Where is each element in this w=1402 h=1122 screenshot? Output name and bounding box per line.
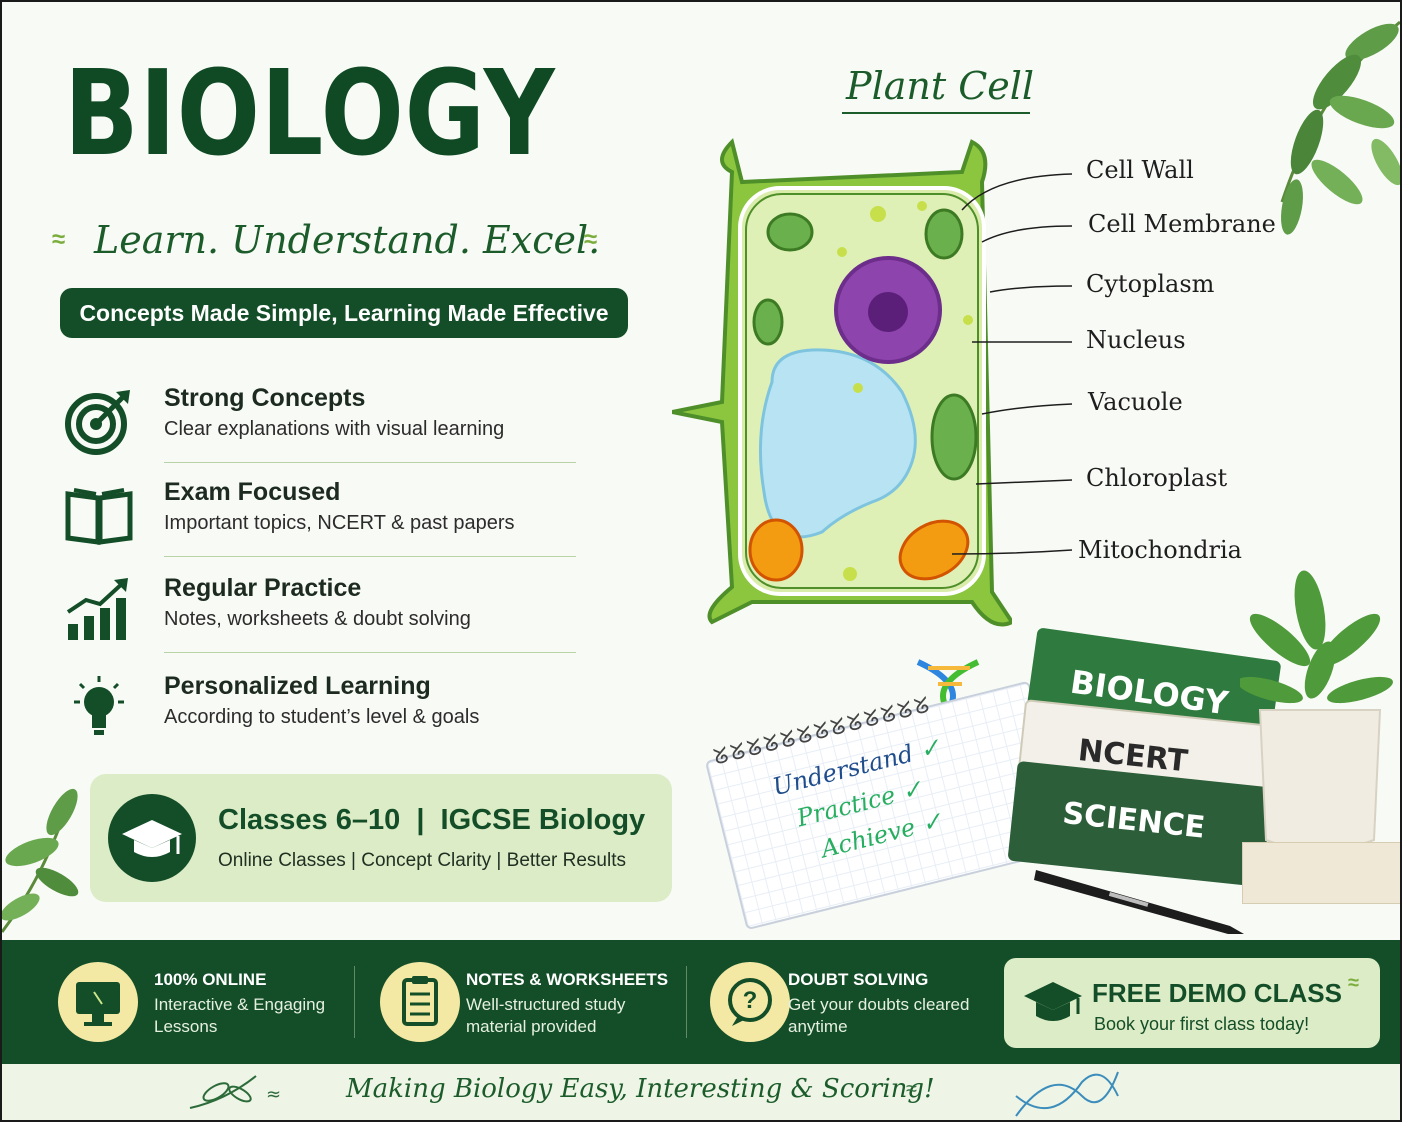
label-vacuole: Vacuole	[1088, 388, 1183, 416]
clipboard-icon	[402, 976, 438, 1026]
bottom-item-online: 100% ONLINE Interactive & Engaging Lesso…	[58, 940, 348, 1064]
footer: ≈ Making Biology Easy, Interesting & Sco…	[2, 1064, 1400, 1120]
tagline-spark-left: ≈	[52, 226, 66, 253]
book-stack	[1242, 842, 1400, 904]
dna-strand-icon	[1015, 1071, 1119, 1117]
label-nucleus: Nucleus	[1086, 326, 1186, 354]
bottom-icon-circle	[380, 962, 460, 1042]
pen	[1034, 870, 1244, 934]
open-book-icon	[65, 488, 133, 545]
bottom-separator	[686, 966, 687, 1038]
bottom-item-desc: Get your doubts cleared anytime	[788, 995, 970, 1036]
monitor-icon	[76, 982, 120, 1026]
bottom-item-notes: NOTES & WORKSHEETS Well-structured study…	[380, 940, 680, 1064]
label-cytoplasm: Cytoplasm	[1086, 270, 1215, 298]
tagline-spark-right: ≈	[584, 226, 598, 253]
footer-spark: ≈	[906, 1078, 917, 1100]
footer-slogan: Making Biology Easy, Interesting & Scori…	[346, 1074, 935, 1104]
divider	[164, 556, 576, 557]
bottom-item-title: 100% ONLINE	[154, 970, 267, 989]
lightbulb-icon	[74, 676, 124, 735]
bottom-icon-circle	[58, 962, 138, 1042]
label-mitochondria: Mitochondria	[1078, 536, 1242, 564]
book-title: SCIENCE	[1060, 795, 1207, 846]
tagline: Learn. Understand. Excel.	[94, 218, 601, 262]
feature-desc: Important topics, NCERT & past papers	[164, 512, 515, 534]
demo-sub: Book your first class today!	[1094, 1014, 1310, 1034]
feature-personalized-learning: Personalized Learning According to stude…	[64, 666, 576, 758]
feature-desc: Notes, worksheets & doubt solving	[164, 608, 471, 630]
classes-box: Classes 6–10 | IGCSE Biology Online Clas…	[90, 774, 672, 902]
feature-strong-concepts: Strong Concepts Clear explanations with …	[64, 378, 576, 470]
svg-text:?: ?	[743, 987, 758, 1014]
leaf-branch-bottom-left	[2, 788, 79, 933]
feature-title: Exam Focused	[164, 478, 341, 506]
graduation-cap-icon	[1024, 982, 1082, 1021]
leaf-sprig-icon: ≈	[189, 1075, 281, 1109]
diagram-leader-lines	[952, 173, 1073, 555]
classes-sub: Online Classes | Concept Clarity | Bette…	[218, 850, 626, 871]
graduation-cap-icon	[122, 820, 182, 857]
classes-heading: Classes 6–10 | IGCSE Biology	[218, 804, 646, 836]
demo-heading: FREE DEMO CLASS	[1092, 978, 1342, 1008]
free-demo-button[interactable]: FREE DEMO CLASS Book your first class to…	[1004, 958, 1380, 1048]
svg-text:≈: ≈	[266, 1084, 281, 1105]
label-cell-wall: Cell Wall	[1086, 156, 1194, 184]
potted-plant	[1240, 570, 1393, 851]
target-icon	[65, 390, 130, 455]
growth-chart-icon	[66, 578, 128, 640]
page-title: BIOLOGY	[64, 44, 556, 182]
label-cell-membrane: Cell Membrane	[1088, 210, 1276, 238]
feature-title: Strong Concepts	[164, 384, 366, 412]
question-bubble-icon: ?	[728, 978, 772, 1026]
diagram-title-underline	[842, 112, 1030, 114]
divider	[164, 462, 576, 463]
notebook: ᘜᘜᘜᘜᘜᘜᘜᘜᘜᘜᘜᘜᘜ Understand ✓ Practice ✓ Ac…	[700, 662, 1072, 931]
bottom-item-title: NOTES & WORKSHEETS	[466, 970, 669, 989]
feature-desc: Clear explanations with visual learning	[164, 418, 505, 440]
bottom-icon-circle: ?	[710, 962, 790, 1042]
label-chloroplast: Chloroplast	[1086, 464, 1228, 492]
leaf-branch-top-right	[1280, 20, 1400, 235]
feature-regular-practice: Regular Practice Notes, worksheets & dou…	[64, 568, 576, 660]
feature-title: Personalized Learning	[164, 672, 431, 700]
feature-title: Regular Practice	[164, 574, 362, 602]
diagram-title: Plant Cell	[846, 64, 1035, 108]
subtitle-pill: Concepts Made Simple, Learning Made Effe…	[60, 288, 628, 338]
bottom-separator	[354, 966, 355, 1038]
divider	[164, 652, 576, 653]
bottom-bar: 100% ONLINE Interactive & Engaging Lesso…	[2, 940, 1400, 1064]
feature-exam-focused: Exam Focused Important topics, NCERT & p…	[64, 472, 576, 564]
demo-spark: ≈	[1348, 972, 1359, 994]
bottom-item-desc: Interactive & Engaging Lessons	[154, 995, 326, 1036]
classes-cap-circle	[108, 794, 196, 882]
plant-cell-diagram	[672, 138, 1012, 627]
bottom-item-title: DOUBT SOLVING	[788, 970, 929, 989]
bottom-item-desc: Well-structured study material provided	[466, 995, 626, 1036]
bottom-item-doubt: ? DOUBT SOLVING Get your doubts cleared …	[710, 940, 990, 1064]
feature-desc: According to student’s level & goals	[164, 706, 480, 728]
